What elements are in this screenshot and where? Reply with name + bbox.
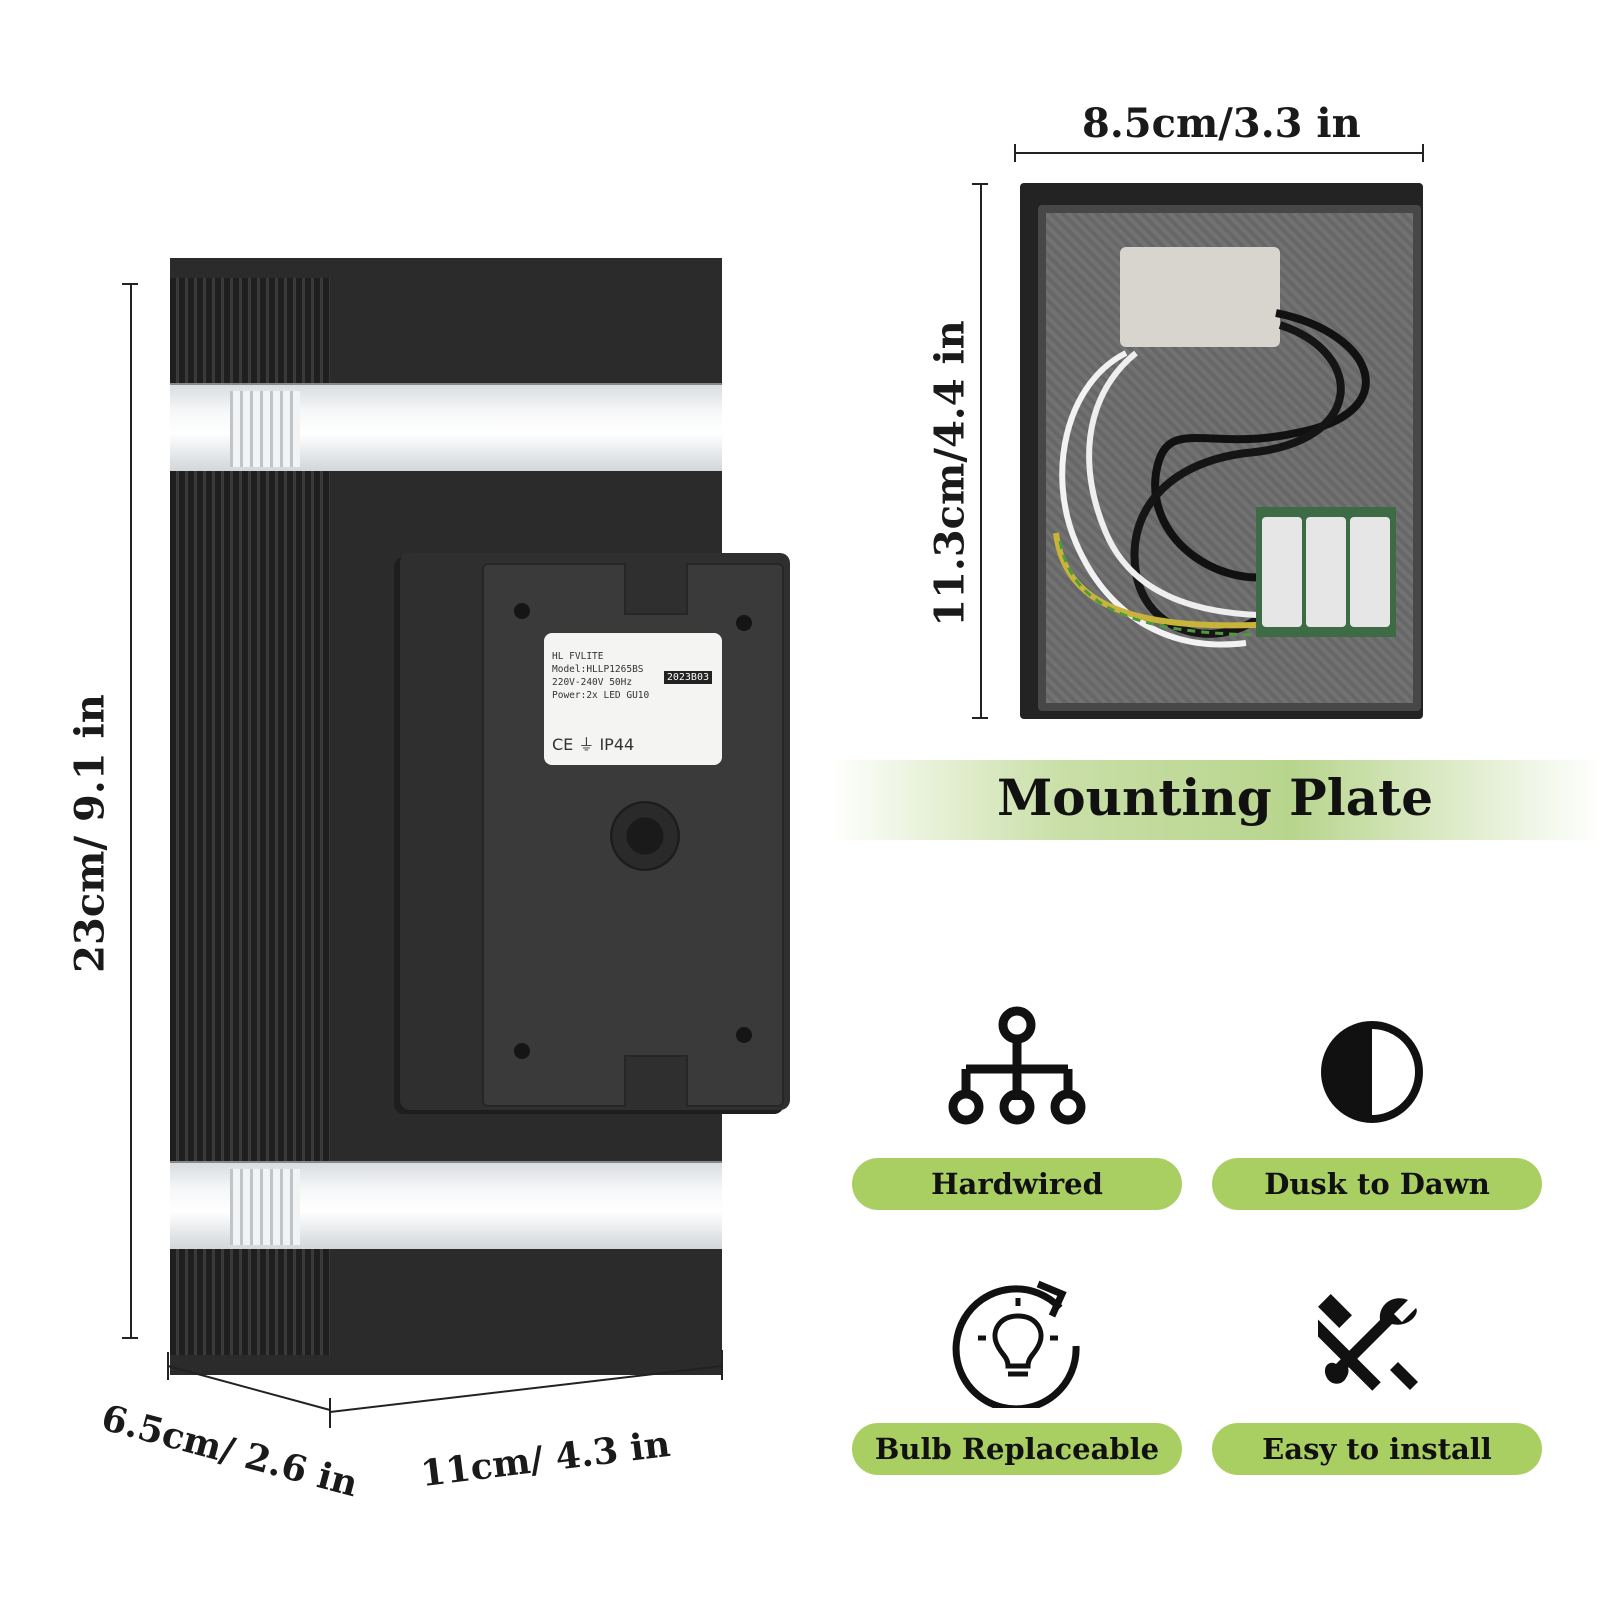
mounting-plate-wires [1053, 309, 1370, 648]
label-code: 2023B03 [663, 671, 712, 684]
label-certification-marks: CE ⏚ IP44 [552, 735, 635, 754]
plate-width-line [1014, 152, 1424, 154]
screw-hole [736, 1027, 752, 1043]
mounting-plate-photo [1020, 183, 1423, 719]
mounting-plate-banner: Mounting Plate [830, 760, 1600, 840]
bulb-refresh-icon [952, 1280, 1080, 1408]
label-power: Power:2x LED GU10 [552, 690, 650, 701]
half-circle-icon [1321, 1021, 1423, 1123]
plate-height-tick-top [972, 183, 988, 185]
tools-icon [1318, 1294, 1418, 1391]
feature-pill-hardwired: Hardwired [852, 1158, 1182, 1210]
cable-grommet [610, 801, 680, 871]
height-dimension-tick-top [122, 283, 138, 285]
feature-pill-bulb-replaceable: Bulb Replaceable [852, 1423, 1182, 1475]
network-icon [948, 1006, 1086, 1125]
screw-hole [514, 603, 530, 619]
lamp-back-plate: HL FVLITE Model:HLLP1265BS 220V-240V 50H… [400, 553, 790, 1110]
label-brand: HL FVLITE [552, 651, 604, 662]
plate-bottom-notch [624, 1055, 688, 1107]
base-dimension-lines [167, 1350, 723, 1428]
plate-height-tick-bottom [972, 717, 988, 719]
lamp-top-fins [170, 278, 330, 383]
product-spec-label: HL FVLITE Model:HLLP1265BS 220V-240V 50H… [544, 633, 722, 765]
junction-box [1120, 247, 1280, 347]
lamp-bottom-fins [170, 1249, 330, 1355]
label-model: Model:HLLP1265BS [552, 664, 644, 675]
height-dimension-label: 23cm/ 9.1 in [66, 694, 114, 973]
height-dimension-line [130, 283, 132, 1338]
plate-width-label: 8.5cm/3.3 in [1082, 100, 1361, 147]
lamp-middle-fins [170, 471, 330, 1161]
label-voltage: 220V-240V 50Hz [552, 677, 633, 688]
plate-height-label: 11.3cm/4.4 in [926, 320, 974, 627]
mounting-plate-title: Mounting Plate [996, 768, 1434, 827]
terminal-block [1256, 507, 1396, 637]
plate-width-tick-right [1422, 144, 1424, 162]
height-dimension-tick-bottom [122, 1337, 138, 1339]
plate-top-notch [624, 563, 688, 615]
screw-hole [736, 615, 752, 631]
lamp-bottom-glass [170, 1161, 722, 1253]
plate-width-tick-left [1014, 144, 1016, 162]
feature-pill-easy-to-install: Easy to install [1212, 1423, 1542, 1475]
lamp-top-glass [170, 383, 722, 475]
plate-height-line [980, 183, 982, 719]
feature-pill-dusk-to-dawn: Dusk to Dawn [1212, 1158, 1542, 1210]
screw-hole [514, 1043, 530, 1059]
